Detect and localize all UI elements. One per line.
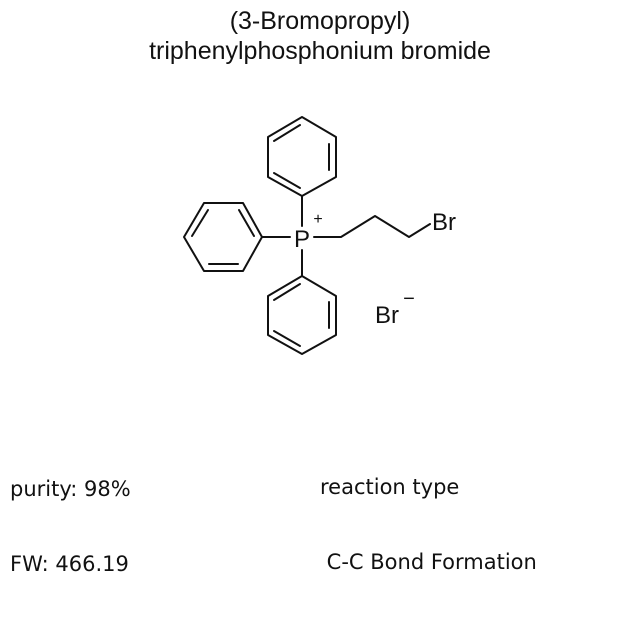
reaction-block: reaction type C-C Bond Formation xyxy=(320,425,537,600)
phosphonium-charge: + xyxy=(313,211,322,228)
phenyl-ring-bottom xyxy=(267,275,337,355)
properties-block: purity: 98% FW: 466.19 xyxy=(10,427,131,602)
phenyl-ring-left xyxy=(183,202,263,272)
purity-label: purity: 98% xyxy=(10,477,131,501)
reaction-type-label: reaction type xyxy=(320,475,460,499)
bromide-charge: − xyxy=(403,288,415,310)
compound-title: (3-Bromopropyl) triphenylphosphonium bro… xyxy=(0,6,640,66)
phenyl-ring-top xyxy=(267,116,337,197)
terminal-bromine-atom: Br xyxy=(432,209,456,236)
compound-title-line2: triphenylphosphonium bromide xyxy=(149,37,491,65)
formula-weight-label: FW: 466.19 xyxy=(10,552,129,576)
reaction-type-value: C-C Bond Formation xyxy=(320,550,537,574)
propyl-chain xyxy=(313,215,431,238)
compound-title-line1: (3-Bromopropyl) xyxy=(229,7,411,35)
bromide-counterion: Br xyxy=(375,302,399,329)
phosphorus-atom: P xyxy=(294,226,310,253)
